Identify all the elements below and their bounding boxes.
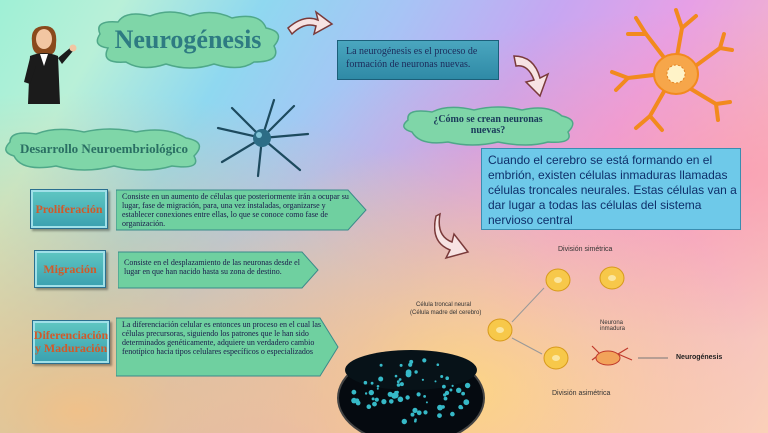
neuron-3d-illustration xyxy=(216,98,310,178)
cell-dot xyxy=(397,396,404,403)
cell-dot xyxy=(410,412,415,417)
stage-label-text: Proliferación xyxy=(35,201,103,216)
stage-description-arrow: La diferenciación celular es entonces un… xyxy=(116,316,340,378)
cell-dot xyxy=(405,369,412,376)
stage-label-proliferacion: Proliferación xyxy=(30,189,108,229)
stage-description-text: Consiste en el desplazamiento de las neu… xyxy=(124,258,300,276)
cell-dot xyxy=(461,391,465,396)
cell-dot xyxy=(387,391,393,397)
cell-dot xyxy=(409,359,414,364)
cell-dot xyxy=(396,380,400,384)
cell-dot xyxy=(405,395,410,400)
explanation-box: Cuando el cerebro se está formando en el… xyxy=(481,148,741,230)
cell-dot xyxy=(351,397,357,404)
cell-dot xyxy=(423,410,428,415)
cell-dot xyxy=(464,382,471,389)
definition-box: La neurogénesis es el proceso de formaci… xyxy=(337,40,499,80)
cell-dot xyxy=(401,418,407,425)
cell-dot xyxy=(414,370,418,374)
cell-dot xyxy=(372,401,377,407)
cell-dot xyxy=(368,389,374,396)
immature-neuron-label: Neurona inmadura xyxy=(600,320,626,332)
cell-dot xyxy=(412,407,418,413)
cell-dot xyxy=(378,376,384,382)
neuron-cartoon-illustration xyxy=(610,8,734,132)
cell-dot xyxy=(351,389,357,395)
explanation-text: Cuando el cerebro se está formando en el… xyxy=(488,153,737,227)
cell-dot xyxy=(379,363,383,367)
stage-description-text: Consiste en un aumento de células que po… xyxy=(122,192,349,228)
cell-dot xyxy=(434,380,437,383)
stage-label-text: Diferenciación y Maduración xyxy=(33,328,109,355)
cell-dot xyxy=(442,384,446,389)
cell-dot xyxy=(463,399,470,406)
division-diagram: División simétrica División asimétrica C… xyxy=(386,240,738,400)
section-title-cloud: Desarrollo Neuroembriológico xyxy=(0,126,208,172)
cell-dot xyxy=(421,378,424,381)
cell-dot xyxy=(416,410,422,416)
curved-arrow-icon xyxy=(513,55,550,98)
cell-dot xyxy=(414,419,417,423)
cell-dot xyxy=(440,375,444,378)
stage-label-text: Migración xyxy=(43,261,97,276)
stem-cell-label: Célula troncal neural xyxy=(416,302,472,308)
curved-arrow-icon xyxy=(287,10,334,36)
cell-dot xyxy=(399,363,403,367)
cell-dot xyxy=(374,397,379,402)
cell-dot xyxy=(425,401,428,404)
cell-dot xyxy=(437,413,442,418)
cell-dot xyxy=(370,381,374,385)
cell-dot xyxy=(450,411,455,417)
question-text: ¿Cómo se crean neuronas nuevas? xyxy=(433,114,543,136)
cell-dot xyxy=(444,390,450,396)
cell-dot xyxy=(451,384,454,387)
asymmetric-division-label: División asimétrica xyxy=(552,390,611,397)
title-cloud: Neurogénesis xyxy=(90,10,286,70)
cell-dot xyxy=(389,399,394,404)
stage-description-arrow: Consiste en un aumento de células que po… xyxy=(116,188,368,232)
stem-cell-note: (Célula madre del cerebro) xyxy=(410,310,482,316)
section-title: Desarrollo Neuroembriológico xyxy=(19,141,189,156)
presenter-woman-illustration xyxy=(24,26,77,104)
cell-division-drawing xyxy=(487,266,668,370)
cell-dot xyxy=(366,404,372,409)
cell-dot xyxy=(437,404,443,411)
cell-dot xyxy=(392,392,399,399)
symmetric-division-label: División simétrica xyxy=(558,246,613,253)
cell-dot xyxy=(436,363,440,366)
cell-dot xyxy=(376,387,379,390)
stage-label-migracion: Migración xyxy=(34,250,106,288)
page-title: Neurogénesis xyxy=(114,25,262,54)
cell-dot xyxy=(460,406,464,410)
curved-arrow-icon xyxy=(434,212,470,260)
definition-text: La neurogénesis es el proceso de formaci… xyxy=(346,46,478,70)
neurogenesis-result-label: Neurogénesis xyxy=(676,354,723,361)
cell-dot xyxy=(355,400,361,406)
cell-dot xyxy=(398,378,402,381)
stage-description-text: La diferenciación celular es entonces un… xyxy=(122,320,322,356)
cell-dot xyxy=(445,376,449,380)
cell-dot xyxy=(376,385,380,388)
stage-description-arrow: Consiste en el desplazamiento de las neu… xyxy=(118,250,320,290)
cell-dot xyxy=(396,383,401,387)
cell-dot xyxy=(443,396,448,401)
cell-dot xyxy=(441,405,445,409)
cell-dot xyxy=(449,388,453,392)
cell-dot xyxy=(363,380,368,385)
cell-dot xyxy=(423,395,426,398)
cell-dot xyxy=(381,399,387,405)
cell-dot xyxy=(458,389,461,392)
question-cloud: ¿Cómo se crean neuronas nuevas? xyxy=(398,104,578,146)
cell-dot xyxy=(399,382,404,387)
neurosphere-photo xyxy=(337,350,485,433)
cell-dot xyxy=(364,392,368,395)
cell-dot xyxy=(422,358,427,363)
cell-dot xyxy=(416,392,421,397)
cell-dot xyxy=(394,374,398,378)
stage-label-diferenciacion: Diferenciación y Maduración xyxy=(32,320,110,364)
cell-dot xyxy=(371,397,375,401)
